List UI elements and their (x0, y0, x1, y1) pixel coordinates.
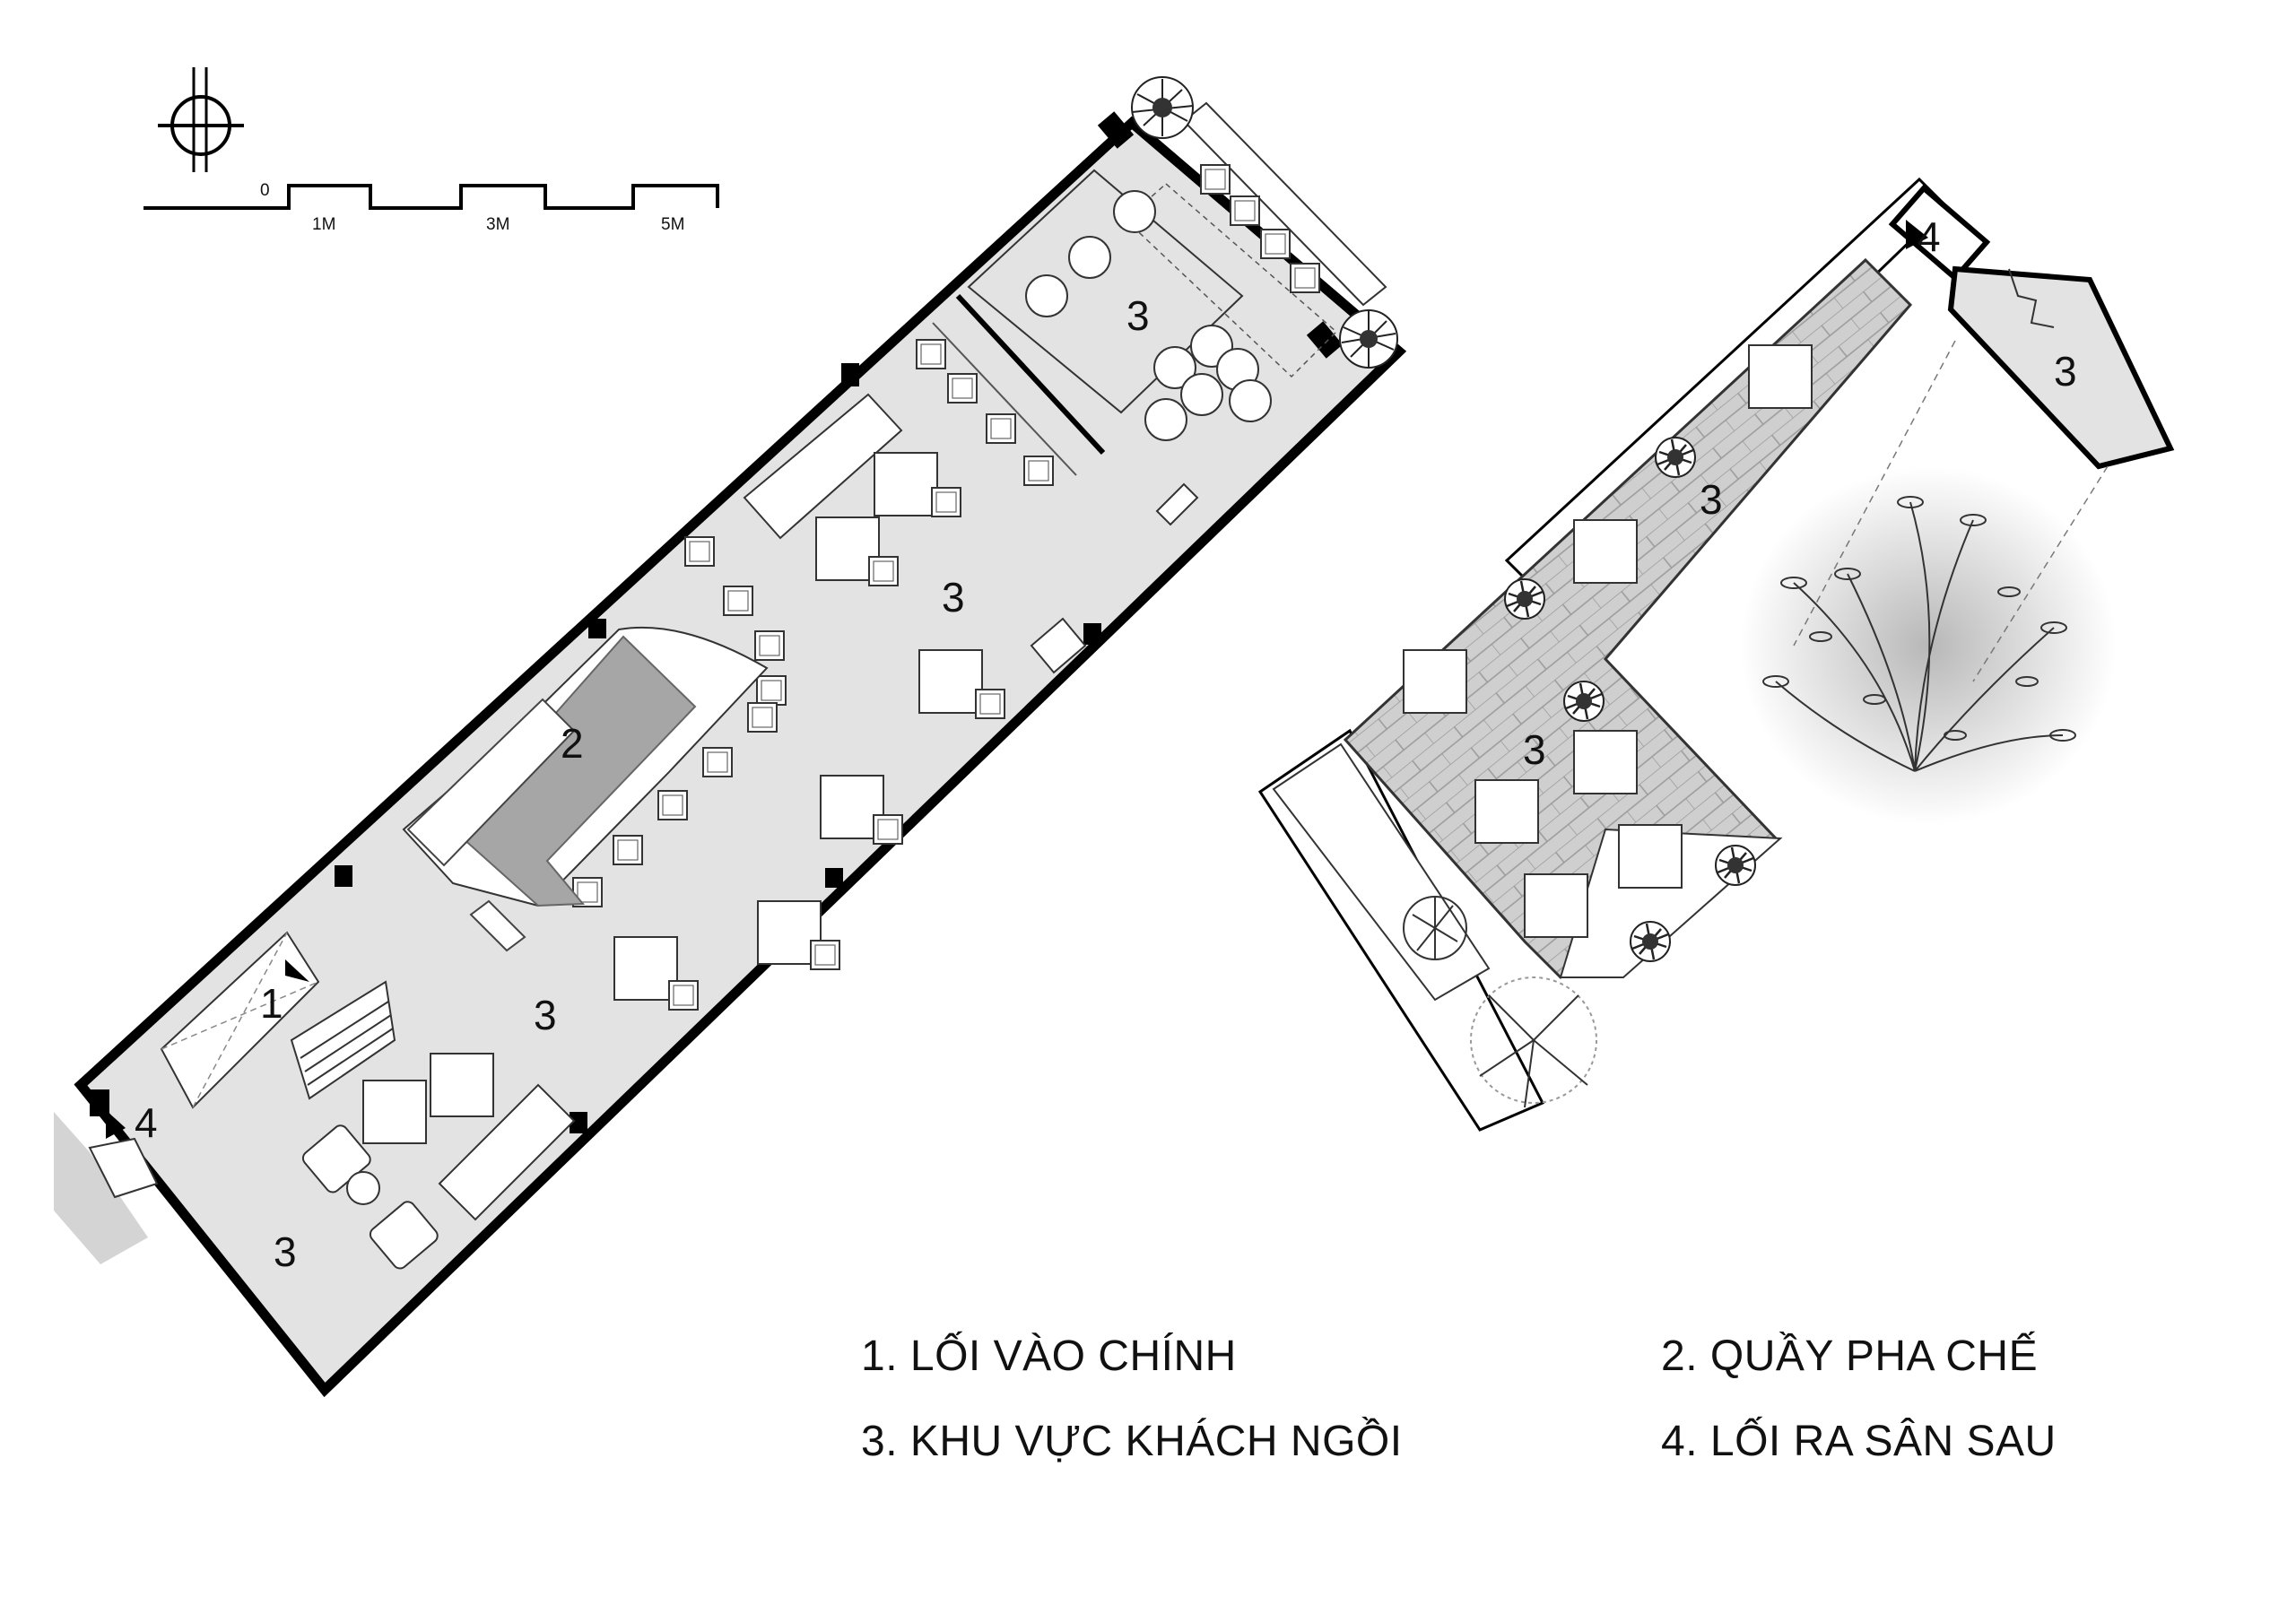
label-seating-terrace-top: 3 (1700, 476, 1723, 523)
tree-icon (1470, 976, 1597, 1108)
entrance-arrow-icon (285, 959, 309, 982)
scale-tick-0: 0 (260, 181, 270, 200)
scale-tick-1m: 1M (312, 215, 335, 234)
label-seating-lounge: 3 (274, 1228, 297, 1275)
label-exit-main: 4 (135, 1099, 158, 1146)
label-entrance: 1 (260, 980, 283, 1027)
exit-arrow-icon (106, 1110, 126, 1139)
entrance-stairs (290, 980, 396, 1100)
rear-terrace-plan: 4 3 3 3 (1257, 177, 2175, 1132)
legend-item-entrance: 1. LỐI VÀO CHÍNH (861, 1332, 1237, 1380)
label-bar: 2 (561, 720, 584, 767)
label-exit-rear: 4 (1918, 213, 1941, 260)
tree-icon (1339, 309, 1398, 369)
scale-bar: 0 1M 3M 5M (144, 181, 719, 234)
label-seating-mid: 3 (942, 574, 965, 621)
label-seating-front: 3 (1126, 292, 1150, 339)
scale-tick-3m: 3M (486, 215, 509, 234)
label-seating-lower: 3 (534, 992, 557, 1038)
label-seating-annex: 3 (2054, 348, 2077, 395)
legend-item-exit: 4. LỐI RA SÂN SAU (1661, 1418, 2057, 1465)
label-seating-terrace-mid: 3 (1523, 726, 1546, 773)
lounge-furniture (301, 1053, 576, 1270)
exit-door-main (88, 1110, 159, 1199)
entrance-landing (54, 1112, 148, 1264)
north-arrow-icon (158, 67, 244, 172)
large-tree-icon (1762, 496, 2076, 772)
tree-icon (1403, 896, 1467, 960)
legend-item-seating: 3. KHU VỰC KHÁCH NGỒI (861, 1418, 1403, 1465)
legend-item-bar: 2. QUẦY PHA CHẾ (1661, 1332, 2039, 1380)
scale-tick-5m: 5M (661, 215, 684, 234)
tree-icon (1131, 76, 1194, 139)
main-building-plan: 3 3 2 3 1 4 3 (54, 76, 1407, 1398)
exit-arrow-icon (1906, 220, 1928, 249)
main-floor (81, 123, 1399, 1390)
